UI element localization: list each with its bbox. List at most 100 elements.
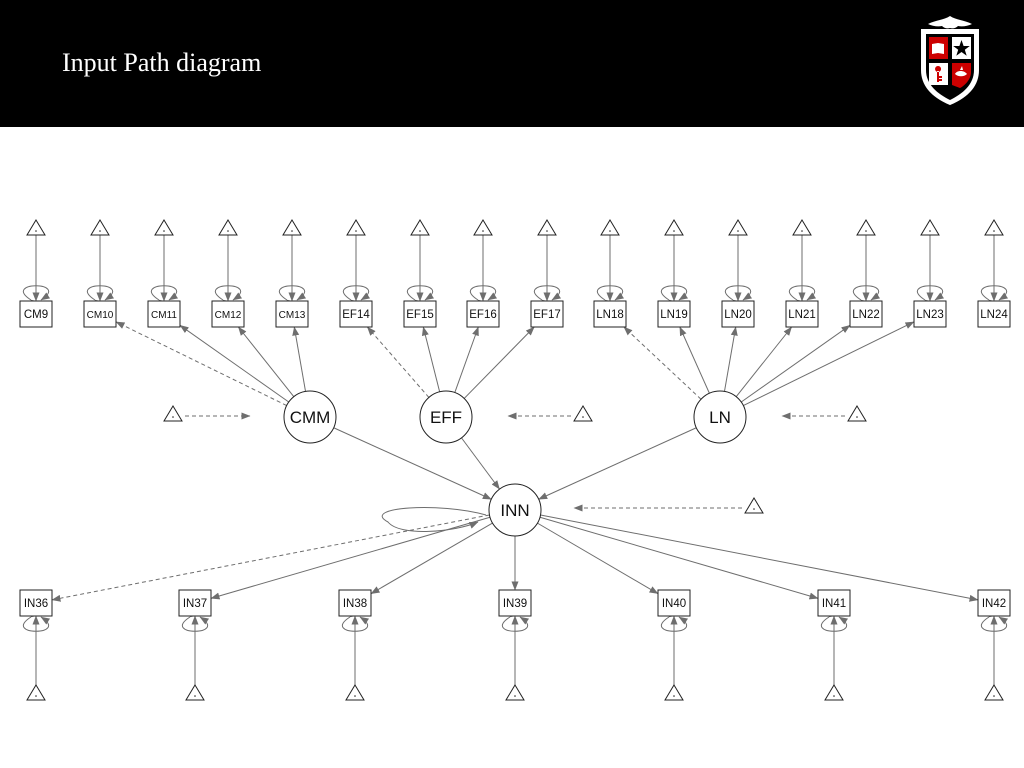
residual-variance-loop [724,285,753,308]
intercept-triangle [728,219,748,236]
loading-arrow [679,326,710,394]
indicator-label: IN38 [343,598,367,610]
loading-arrow [51,514,490,602]
structural-arrow [538,427,697,500]
residual-variance-loop [86,285,115,308]
latent-label: CMM [290,408,331,427]
intercept-triangle [984,219,1004,236]
indicator-box [721,300,755,328]
residual-variance-loop [533,285,562,308]
latent-label: INN [500,501,529,520]
residual-variance-loop [342,285,371,308]
latent-node [693,390,747,444]
indicator-box [466,300,500,328]
intercept-triangle [26,684,46,701]
intercept-triangle [26,219,46,236]
intercept-triangle [856,219,876,236]
intercept-triangle [505,684,525,701]
residual-variance-loop [341,609,370,632]
latent-node [419,390,473,444]
indicator-label: LN22 [852,309,880,321]
intercept-triangle [154,219,174,236]
residual-variance-loop [916,285,945,308]
latent-node [488,483,542,537]
structural-arrow [461,437,500,490]
residual-variance-loop [660,285,689,308]
indicator-label: CM12 [215,310,242,321]
indicator-box [977,300,1011,328]
intercept-triangle [473,219,493,236]
intercept-triangle [537,219,557,236]
indicator-box [817,589,851,617]
residual-variance-loop [278,285,307,308]
indicator-label: EF16 [469,309,497,321]
residual-variance-loop [150,285,179,308]
residual-variance-loop [980,285,1009,308]
indicator-box [338,589,372,617]
intercept-triangle [664,684,684,701]
lamp-icon [955,66,967,77]
slide-header: Input Path diagram [0,0,1024,127]
latent-label: EFF [430,408,462,427]
indicator-box [275,300,309,328]
loading-arrow [421,326,441,392]
indicator-box [339,300,373,328]
indicator-box [147,300,181,328]
residual-variance-loop [406,285,435,308]
indicator-label: CM11 [151,310,177,321]
indicator-box [593,300,627,328]
loading-arrow [115,321,287,406]
indicator-label: LN19 [660,309,688,321]
book-icon [932,43,944,54]
intercept-triangle [90,219,110,236]
loading-arrow [179,324,290,403]
intercept-triangle [410,219,430,236]
intercept-triangle [920,219,940,236]
indicator-box [977,589,1011,617]
residual-variance-loop [22,285,51,308]
indicator-label: CM10 [87,310,114,321]
residual-variance-loop [596,285,625,308]
residual-variance-loop [852,285,881,308]
indicator-label: EF14 [342,309,370,321]
indicator-box [83,300,117,328]
indicator-box [19,589,53,617]
indicator-box [403,300,437,328]
indicator-label: IN39 [503,598,527,610]
indicator-box [785,300,819,328]
loading-arrow [723,326,738,392]
slide-title: Input Path diagram [62,48,262,77]
latent-intercept-triangle [573,405,593,422]
loading-arrow [623,326,702,400]
eagle-crest-icon [928,16,972,29]
loading-arrow [370,522,493,595]
indicator-label: IN40 [662,598,686,610]
loading-arrow [237,326,295,397]
latent-node [283,390,337,444]
indicator-label: LN24 [980,309,1008,321]
latent-label: LN [709,408,731,427]
indicator-box [530,300,564,328]
indicator-label: IN41 [822,598,846,610]
structural-arrow [333,427,492,500]
intercept-triangle [185,684,205,701]
residual-variance-loop [980,609,1009,632]
indicator-label: LN20 [724,309,752,321]
indicator-label: CM13 [279,310,306,321]
loading-arrow [463,326,535,399]
loading-arrow [366,326,430,398]
indicator-label: LN18 [596,309,624,321]
key-icon [935,66,942,82]
residual-variance-loop [22,609,51,632]
intercept-triangle [664,219,684,236]
indicator-box [178,589,212,617]
indicator-box [657,589,691,617]
intercept-triangle [346,219,366,236]
intercept-triangle [600,219,620,236]
loading-arrow [735,326,793,397]
indicator-label: CM9 [24,309,48,321]
star-icon [953,40,970,56]
residual-variance-loop [660,609,689,632]
latent-intercept-triangle [744,497,764,514]
indicator-label: IN36 [24,598,48,610]
